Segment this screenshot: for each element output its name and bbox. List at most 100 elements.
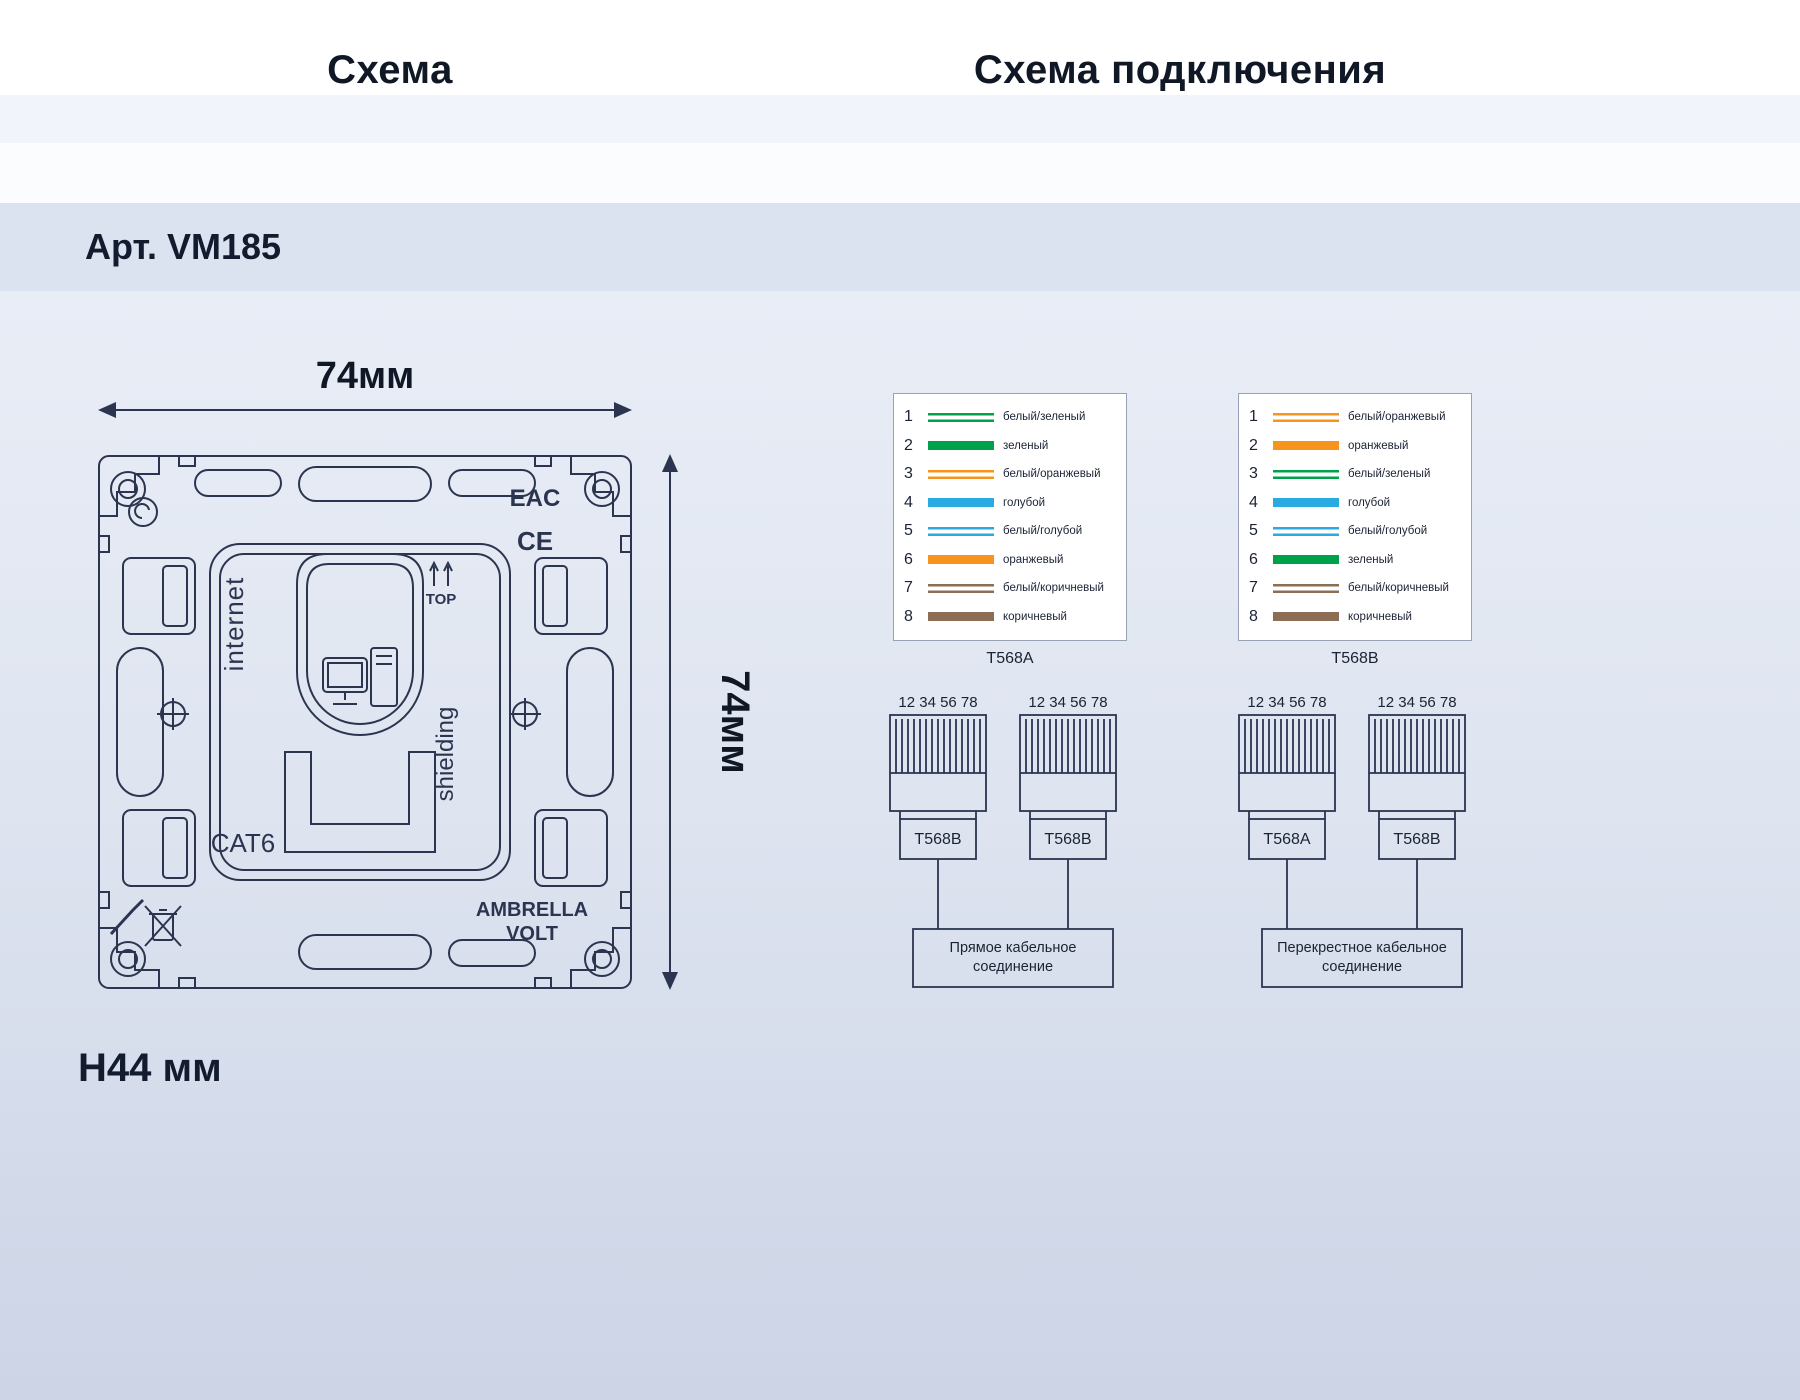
top-label: TOP <box>426 591 457 608</box>
top-arrows-icon <box>429 560 453 586</box>
arrowhead <box>662 972 678 990</box>
edge-notches <box>99 456 631 988</box>
wire-row: 8 коричневый <box>894 603 1126 632</box>
wire-label: белый/оранжевый <box>1003 468 1101 481</box>
wire-color-bar <box>1273 526 1339 536</box>
wire-label: белый/голубой <box>1348 525 1428 538</box>
pin-number: 4 <box>1249 493 1258 511</box>
pin-number: 6 <box>904 550 913 568</box>
ce-mark: CE <box>517 526 553 556</box>
connection-caption: соединение <box>1322 959 1402 975</box>
wire-row: 7 белый/коричневый <box>1239 574 1471 603</box>
wire-color-bar <box>1273 469 1339 479</box>
wire-row: 5 белый/голубой <box>894 517 1126 546</box>
height-dimension-label: 74мм <box>713 670 750 774</box>
caption-box <box>912 928 1114 988</box>
wire-label: белый/коричневый <box>1348 582 1449 595</box>
wire-color-bar <box>928 412 994 422</box>
pin-number: 1 <box>1249 408 1258 426</box>
slot <box>298 466 432 502</box>
jack-standard-label: T568B <box>914 831 961 848</box>
rj45-jack <box>889 714 987 812</box>
wire-label: коричневый <box>1003 610 1067 623</box>
wire-label: голубой <box>1003 496 1046 509</box>
wire-color-bar <box>928 612 994 622</box>
wire-row: 1 белый/зеленый <box>894 403 1126 432</box>
arrowhead <box>98 402 116 418</box>
slot <box>194 469 282 497</box>
wire-label: белый/зеленый <box>1348 468 1431 481</box>
jack-standard-label: T568B <box>1393 831 1440 848</box>
corner-step <box>99 927 160 988</box>
jack-contacts <box>1369 719 1465 774</box>
claw-slot <box>534 557 608 635</box>
wire-color-bar <box>1273 583 1339 593</box>
pin-order-label: 12 34 56 78 <box>1377 694 1456 711</box>
wire-row: 8 коричневый <box>1239 603 1471 632</box>
pin-number: 3 <box>1249 465 1258 483</box>
rj45-jack <box>1238 714 1336 812</box>
pin-number: 2 <box>1249 436 1258 454</box>
module-frame <box>209 543 511 881</box>
wire-label: белый/зеленый <box>1003 411 1086 424</box>
connection-diagram-straight: 12 34 56 78 12 34 56 78 T568B T568B Прям… <box>889 694 1117 988</box>
wire-row: 6 оранжевый <box>894 546 1126 575</box>
wire-label: белый/голубой <box>1003 525 1083 538</box>
depth-dimension-label: H44 мм <box>78 1046 222 1090</box>
connection-diagram-crossover: 12 34 56 78 12 34 56 78 T568A T568B Пере… <box>1238 694 1466 988</box>
slot <box>448 469 536 497</box>
corner-step <box>99 456 160 517</box>
wire-label: белый/коричневый <box>1003 582 1104 595</box>
side-oval-slot <box>116 647 164 797</box>
arrowhead <box>662 454 678 472</box>
wire-label: зеленый <box>1003 439 1049 452</box>
wire-row: 1 белый/оранжевый <box>1239 403 1471 432</box>
pin-number: 2 <box>904 436 913 454</box>
jack-contacts <box>1239 719 1335 774</box>
pin-number: 8 <box>904 607 913 625</box>
pin-order-label: 12 34 56 78 <box>1247 694 1326 711</box>
wire-label: голубой <box>1348 496 1391 509</box>
pin-number: 7 <box>1249 579 1258 597</box>
claw-slot <box>122 809 196 887</box>
side-oval-slot <box>566 647 614 797</box>
wire-label: белый/оранжевый <box>1348 411 1446 424</box>
cable-lines <box>1286 859 1418 929</box>
mounting-frame <box>98 455 632 989</box>
caption-box <box>1261 928 1463 988</box>
pin-order-label: 12 34 56 78 <box>898 694 977 711</box>
width-dimension-label: 74мм <box>316 355 415 397</box>
wire-row: 7 белый/коричневый <box>894 574 1126 603</box>
pin-number: 7 <box>904 579 913 597</box>
screw-hole <box>110 941 146 977</box>
table-caption-t568b: T568B <box>1331 650 1379 667</box>
connection-caption: соединение <box>973 959 1053 975</box>
wire-color-bar <box>928 526 994 536</box>
wire-color-bar <box>1273 555 1339 565</box>
wire-label: оранжевый <box>1003 553 1064 566</box>
screwdriver-icon <box>109 898 145 936</box>
jack-contacts <box>890 719 986 774</box>
background-band <box>0 143 1800 203</box>
rj45-bay <box>296 553 424 736</box>
pin-number: 1 <box>904 408 913 426</box>
pin-order-label: 12 34 56 78 <box>1028 694 1107 711</box>
internet-label: internet <box>219 577 249 672</box>
wire-color-bar <box>928 441 994 451</box>
wire-label: коричневый <box>1348 610 1412 623</box>
corner-step <box>570 927 631 988</box>
brand-logo-icon <box>128 497 158 527</box>
background-band <box>0 95 1800 143</box>
cat6-label: CAT6 <box>211 828 276 858</box>
cable-lines <box>937 859 1069 929</box>
pin-number: 8 <box>1249 607 1258 625</box>
connection-caption: Прямое кабельное <box>950 940 1077 956</box>
pin-number: 6 <box>1249 550 1258 568</box>
claw-slot <box>122 557 196 635</box>
wire-color-bar <box>1273 441 1339 451</box>
jack-standard-label: T568B <box>1044 831 1091 848</box>
jack-contacts <box>1020 719 1116 774</box>
pin-number: 5 <box>904 522 913 540</box>
section-title-scheme: Схема <box>327 48 453 92</box>
